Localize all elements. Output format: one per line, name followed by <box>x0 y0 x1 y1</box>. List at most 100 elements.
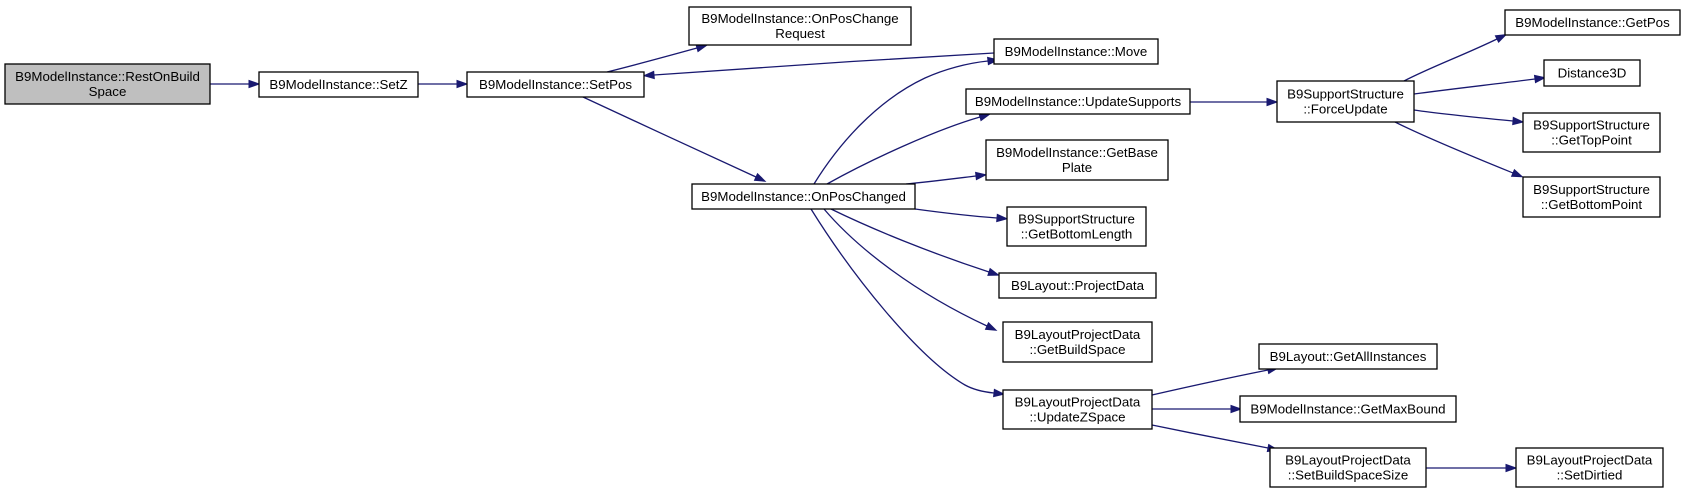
edges-layer <box>210 34 1547 473</box>
node-update-supports[interactable]: B9ModelInstance::UpdateSupports <box>965 88 1191 115</box>
node-box <box>1258 343 1438 370</box>
node-box <box>691 183 916 210</box>
edge-set_z-to-set_pos <box>418 79 469 89</box>
arrowhead <box>1230 404 1243 414</box>
arrowhead <box>1505 463 1518 473</box>
edge-set_build_space_size-to-set_dirtied <box>1426 463 1518 473</box>
node-label: B9ModelInstance::SetZ <box>269 77 407 92</box>
node-get-all-instances[interactable]: B9Layout::GetAllInstances <box>1258 343 1438 370</box>
edge-on_pos_changed-to-get_base_plate <box>905 171 988 185</box>
arrowhead <box>248 79 261 89</box>
node-box <box>1269 447 1427 488</box>
node-move[interactable]: B9ModelInstance::Move <box>993 38 1159 65</box>
arrowhead <box>984 321 998 331</box>
edge-line <box>823 208 988 327</box>
node-get-top-point[interactable]: B9SupportStructure::GetTopPoint <box>1522 112 1661 153</box>
node-get-pos[interactable]: B9ModelInstance::GetPos <box>1504 9 1681 36</box>
edge-force_update-to-distance_3d <box>1413 74 1547 95</box>
node-label: B9ModelInstance::GetPos <box>1515 15 1670 30</box>
node-label: ::GetBottomPoint <box>1541 197 1643 212</box>
node-label: Request <box>775 26 825 41</box>
arrowhead <box>1533 74 1547 84</box>
node-get-build-space[interactable]: B9LayoutProjectData::GetBuildSpace <box>1002 321 1153 363</box>
node-label: B9Layout::ProjectData <box>1011 278 1145 293</box>
node-label: B9SupportStructure <box>1533 118 1650 133</box>
arrowhead <box>1510 168 1524 178</box>
node-label: Distance3D <box>1558 66 1627 81</box>
node-label: ::UpdateZSpace <box>1029 410 1125 425</box>
edge-move-to-set_pos <box>642 52 995 80</box>
node-set-pos[interactable]: B9ModelInstance::SetPos <box>466 71 645 98</box>
edge-line <box>914 208 998 219</box>
node-get-bottom-length[interactable]: B9SupportStructure::GetBottomLength <box>1006 206 1147 247</box>
node-force-update[interactable]: B9SupportStructure::ForceUpdate <box>1276 80 1415 123</box>
node-set-z[interactable]: B9ModelInstance::SetZ <box>258 71 419 98</box>
node-label: ::SetBuildSpaceSize <box>1288 468 1408 483</box>
arrowhead <box>993 388 1006 398</box>
node-box <box>1515 447 1664 488</box>
arrowhead <box>996 213 1009 223</box>
edge-line <box>813 60 989 185</box>
node-label: B9LayoutProjectData <box>1015 327 1141 342</box>
node-get-max-bound[interactable]: B9ModelInstance::GetMaxBound <box>1239 395 1457 423</box>
edge-on_pos_changed-to-project_data <box>830 208 1000 276</box>
node-box <box>1239 395 1457 423</box>
edge-force_update-to-get_pos <box>1403 34 1508 82</box>
node-label: B9ModelInstance::RestOnBuild <box>15 69 200 84</box>
edge-line <box>653 52 995 76</box>
arrowhead <box>1512 116 1525 126</box>
edge-update_z_space-to-get_max_bound <box>1152 404 1243 414</box>
node-box <box>4 63 211 105</box>
node-project-data[interactable]: B9Layout::ProjectData <box>998 272 1157 299</box>
arrowhead <box>1494 34 1508 44</box>
node-box <box>688 6 912 46</box>
node-box <box>1276 80 1415 123</box>
node-label: B9SupportStructure <box>1287 87 1404 102</box>
node-set-build-space-size[interactable]: B9LayoutProjectData::SetBuildSpaceSize <box>1269 447 1427 488</box>
node-update-z-space[interactable]: B9LayoutProjectData::UpdateZSpace <box>1002 389 1153 430</box>
node-box <box>1522 176 1661 218</box>
edge-on_pos_changed-to-update_z_space <box>810 208 1006 398</box>
edge-update_z_space-to-get_all_instances <box>1151 365 1280 396</box>
edge-line <box>606 47 698 73</box>
arrowhead <box>987 267 1000 276</box>
node-label: Space <box>89 84 127 99</box>
node-label: B9ModelInstance::SetPos <box>479 77 632 92</box>
node-set-dirtied[interactable]: B9LayoutProjectData::SetDirtied <box>1515 447 1664 488</box>
edge-line <box>810 208 995 394</box>
edge-line <box>1403 38 1498 82</box>
node-box <box>1543 59 1641 87</box>
node-get-bottom-point[interactable]: B9SupportStructure::GetBottomPoint <box>1522 176 1661 218</box>
edge-set_pos-to-on_pos_change_request <box>606 43 709 73</box>
node-box <box>1522 112 1661 153</box>
edge-line <box>582 96 757 178</box>
arrowhead <box>753 172 767 182</box>
node-box <box>965 88 1191 115</box>
node-distance-3d[interactable]: Distance3D <box>1543 59 1641 87</box>
node-box <box>998 272 1157 299</box>
node-label: ::GetTopPoint <box>1551 133 1632 148</box>
node-label: ::SetDirtied <box>1557 468 1623 483</box>
edge-line <box>1394 121 1514 174</box>
edge-line <box>826 116 981 185</box>
edge-on_pos_changed-to-update_supports <box>826 112 992 185</box>
arrowhead <box>987 56 1000 66</box>
edge-force_update-to-get_top_point <box>1413 109 1525 126</box>
edge-update_z_space-to-set_build_space_size <box>1151 424 1280 453</box>
edge-rest_on_build_space-to-set_z <box>210 79 261 89</box>
node-on-pos-changed[interactable]: B9ModelInstance::OnPosChanged <box>691 183 916 210</box>
edge-force_update-to-get_bottom_point <box>1394 121 1524 178</box>
node-label: B9LayoutProjectData <box>1527 453 1653 468</box>
node-label: B9ModelInstance::GetBase <box>996 145 1158 160</box>
node-label: ::ForceUpdate <box>1303 102 1387 117</box>
node-box <box>258 71 419 98</box>
edge-line <box>1413 109 1514 122</box>
node-label: B9SupportStructure <box>1533 182 1650 197</box>
arrowhead <box>456 79 469 89</box>
edge-on_pos_changed-to-move <box>813 56 1000 185</box>
node-label: ::GetBuildSpace <box>1029 342 1125 357</box>
